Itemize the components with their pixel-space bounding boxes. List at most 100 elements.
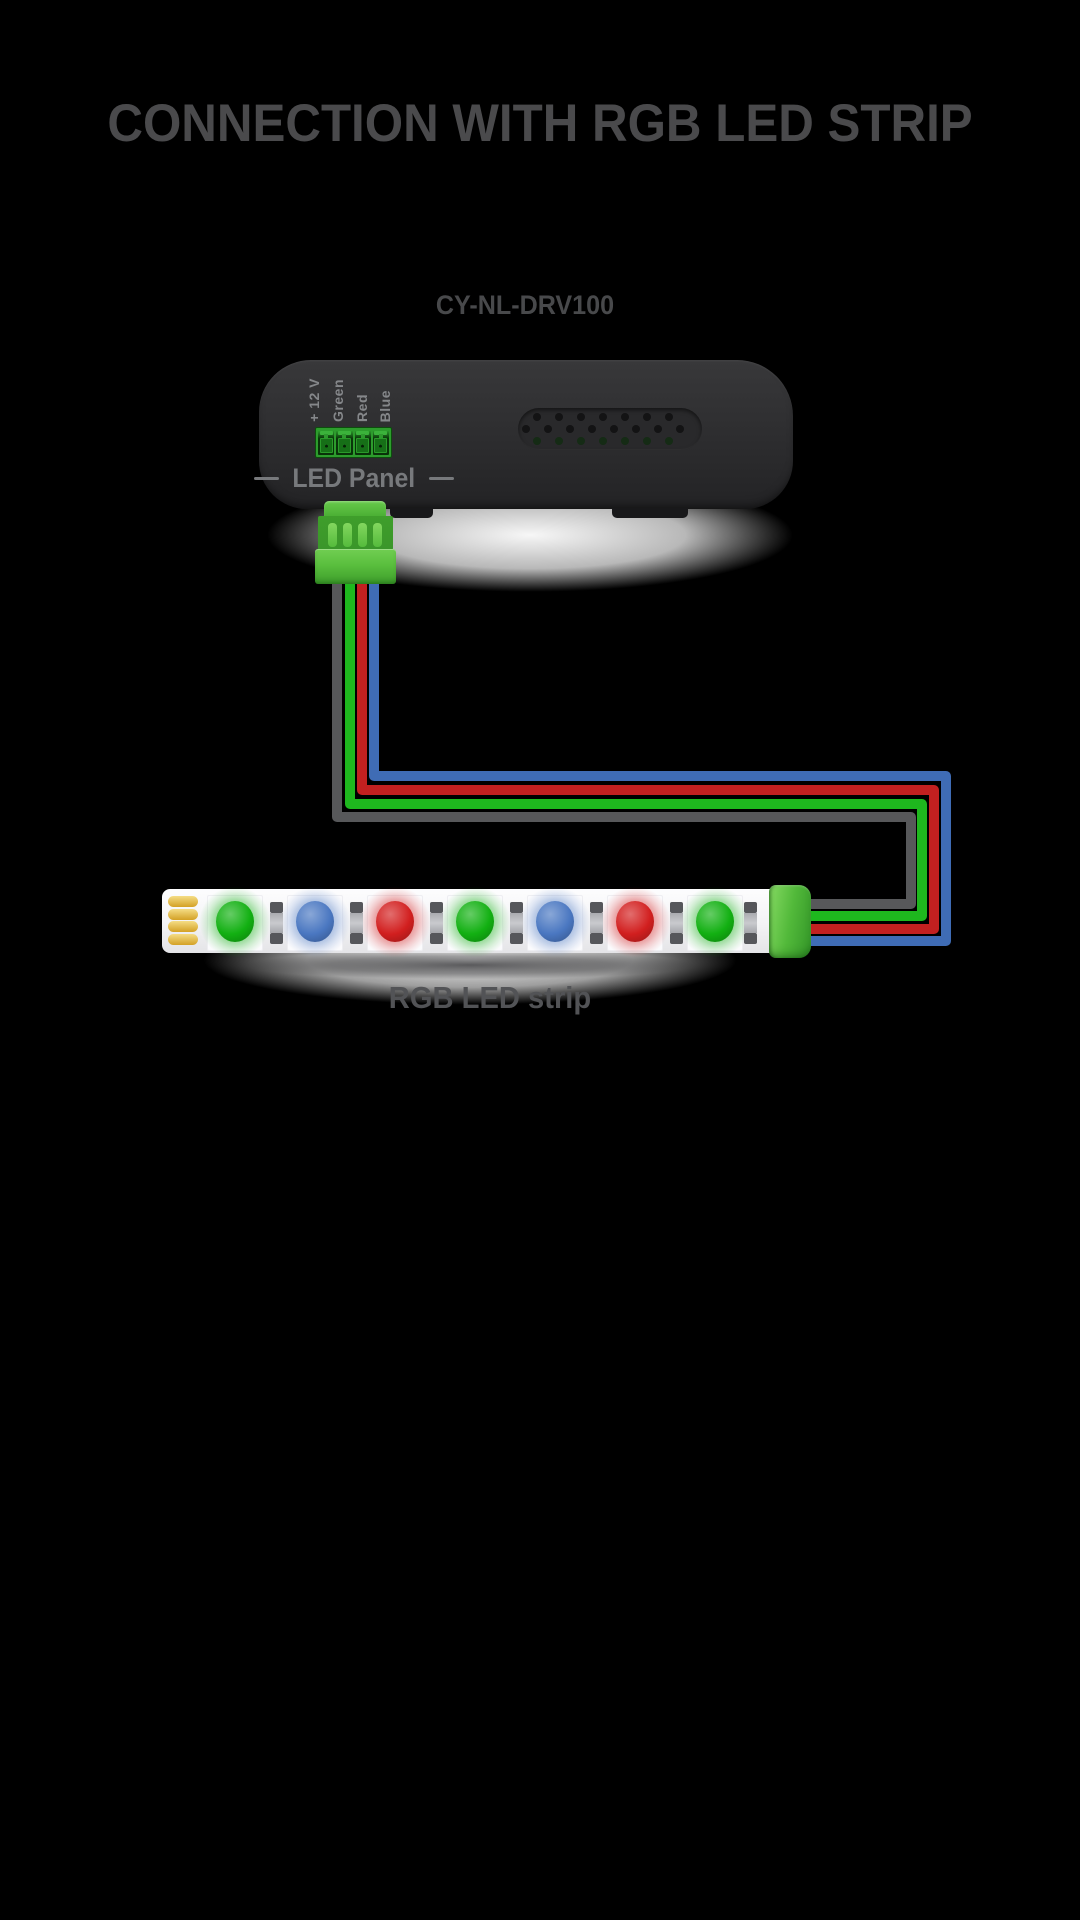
- resistor-body: [590, 913, 603, 933]
- vent-hole: [599, 437, 607, 445]
- resistor-cap: [744, 902, 757, 913]
- resistor-cap: [350, 933, 363, 944]
- resistor: [670, 902, 683, 944]
- resistor: [744, 902, 757, 944]
- solder-pad: [168, 896, 198, 907]
- vent-hole: [621, 437, 629, 445]
- led-green: [456, 901, 494, 942]
- terminal-label: Blue: [377, 389, 393, 422]
- terminal-clamp: [337, 431, 351, 435]
- terminal-clamp: [356, 431, 370, 435]
- vent-hole: [533, 437, 541, 445]
- resistor: [590, 902, 603, 944]
- led-red: [376, 901, 414, 942]
- solder-pad: [168, 934, 198, 945]
- terminal-clamp-stem: [360, 434, 365, 439]
- resistor-cap: [670, 933, 683, 944]
- terminal-clamp: [319, 431, 333, 435]
- resistor: [270, 902, 283, 944]
- terminal-clamp-stem: [342, 434, 347, 439]
- led-panel-terminal-block: [315, 427, 392, 458]
- led-blue: [296, 901, 334, 942]
- resistor-cap: [510, 933, 523, 944]
- plug-connector-body: [315, 549, 396, 584]
- wire-ground: [332, 570, 916, 909]
- resistor-cap: [270, 902, 283, 913]
- terminal-label: Red: [354, 394, 370, 422]
- vent-hole: [676, 425, 684, 433]
- vent-hole: [632, 425, 640, 433]
- resistor-body: [430, 913, 443, 933]
- terminal-clamp-stem: [378, 434, 383, 439]
- plug-rib: [358, 523, 367, 547]
- terminal-label: + 12 V: [306, 378, 322, 422]
- strip-label: RGB LED strip: [388, 980, 592, 1015]
- vent-hole: [555, 437, 563, 445]
- resistor: [430, 902, 443, 944]
- resistor-body: [670, 913, 683, 933]
- terminal-cell: [372, 430, 389, 455]
- terminal-screw: [337, 438, 351, 453]
- resistor-cap: [430, 902, 443, 913]
- vent-hole: [577, 413, 585, 421]
- plug-rib: [343, 523, 352, 547]
- solder-pad: [168, 921, 198, 932]
- vent-hole: [588, 425, 596, 433]
- terminal-cell: [336, 430, 353, 455]
- solder-pad: [168, 909, 198, 920]
- resistor-body: [510, 913, 523, 933]
- led-panel-label: LED Panel: [254, 463, 454, 493]
- led-green: [696, 901, 734, 942]
- vent-hole: [599, 413, 607, 421]
- dash-line-right: [428, 476, 454, 480]
- terminal-cell: [354, 430, 371, 455]
- wire-red: [357, 570, 939, 934]
- resistor-cap: [590, 933, 603, 944]
- vent-hole: [654, 425, 662, 433]
- vent-hole: [665, 413, 673, 421]
- vent-hole: [577, 437, 585, 445]
- led-panel-label-text: LED Panel: [292, 462, 416, 493]
- resistor-body: [270, 913, 283, 933]
- vent-hole: [610, 425, 618, 433]
- vent-hole: [533, 413, 541, 421]
- resistor-body: [350, 913, 363, 933]
- vent-hole: [621, 413, 629, 421]
- device-foot-left: [390, 508, 433, 518]
- resistor: [510, 902, 523, 944]
- plug-rib: [373, 523, 382, 547]
- resistor: [350, 902, 363, 944]
- device-foot-right: [612, 508, 688, 518]
- led-green: [216, 901, 254, 942]
- resistor-cap: [350, 902, 363, 913]
- page-title: CONNECTION WITH RGB LED STRIP: [107, 94, 973, 153]
- terminal-clamp: [374, 431, 388, 435]
- resistor-cap: [744, 933, 757, 944]
- led-blue: [536, 901, 574, 942]
- resistor-cap: [430, 933, 443, 944]
- vent-hole: [566, 425, 574, 433]
- plug-rib: [328, 523, 337, 547]
- terminal-cell: [318, 430, 335, 455]
- vent-hole: [665, 437, 673, 445]
- plug-connector-tab: [324, 501, 386, 519]
- strip-end-connector: [769, 885, 811, 958]
- vent-hole: [544, 425, 552, 433]
- dash-line-left: [254, 476, 280, 480]
- terminal-screw: [374, 438, 388, 453]
- vent-hole: [643, 413, 651, 421]
- terminal-label: Green: [330, 379, 346, 422]
- resistor-cap: [510, 902, 523, 913]
- resistor-cap: [670, 902, 683, 913]
- wire-green: [345, 570, 927, 921]
- vent-hole: [643, 437, 651, 445]
- terminal-screw: [319, 438, 333, 453]
- device-model-label: CY-NL-DRV100: [435, 290, 615, 320]
- vent-hole: [555, 413, 563, 421]
- resistor-cap: [270, 933, 283, 944]
- resistor-body: [744, 913, 757, 933]
- terminal-clamp-stem: [324, 434, 329, 439]
- led-red: [616, 901, 654, 942]
- resistor-cap: [590, 902, 603, 913]
